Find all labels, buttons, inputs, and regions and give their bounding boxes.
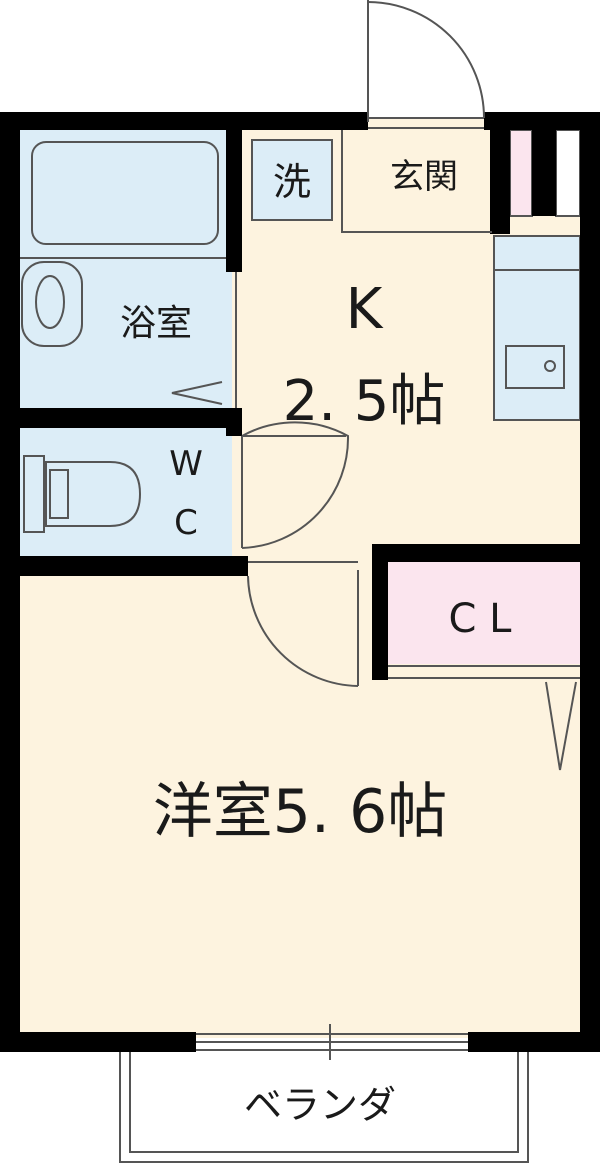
- wc-floor: [20, 428, 232, 558]
- wc-door-arc: [241, 421, 350, 549]
- wall-bottom-right: [468, 1032, 600, 1052]
- toilet-seat: [49, 469, 69, 519]
- toilet-tank: [23, 455, 45, 533]
- label-entrance: 玄関: [390, 157, 458, 197]
- washbasin: [21, 261, 83, 347]
- wall-shoe-divider: [532, 112, 556, 216]
- wall-wc-western: [20, 556, 248, 576]
- label-bath: 浴室: [120, 303, 192, 344]
- bath-door-arrow: [171, 381, 223, 405]
- label-closet: C L: [449, 596, 513, 642]
- label-kitchen-size: 2. 5帖: [283, 369, 446, 434]
- kitchen-counter: [493, 235, 581, 421]
- wall-right: [580, 112, 600, 1052]
- closet-floor: [388, 562, 580, 664]
- closet-door-arrow: [545, 681, 577, 771]
- entrance-step: [341, 130, 492, 233]
- wall-wc-right: [226, 408, 242, 436]
- wall-entrance-right: [490, 112, 510, 234]
- western-door-arc: [247, 575, 359, 687]
- wall-closet-left: [372, 544, 388, 680]
- label-balcony: ベランダ: [244, 1083, 396, 1127]
- floor-fills: [10, 118, 588, 1038]
- walls: [0, 112, 600, 1052]
- label-wc-line1: W: [169, 444, 203, 484]
- bathtub: [31, 141, 219, 245]
- kitchen-sink: [505, 345, 565, 389]
- front-door-arc: [367, 1, 485, 119]
- washbasin-bowl: [35, 275, 65, 329]
- balcony-rail: [119, 1052, 529, 1163]
- wall-bath-wc: [20, 408, 242, 428]
- sink-drain: [544, 360, 556, 372]
- wall-bottom-left: [0, 1032, 196, 1052]
- label-wc-line2: C: [174, 503, 198, 543]
- wall-left: [0, 112, 20, 1052]
- room-labels: 浴室 W C 洗 玄関 K 2. 5帖 C L 洋室5. 6帖 ベランダ: [120, 157, 512, 1127]
- shoe-box-2: [555, 129, 581, 217]
- wall-bath-kitchen: [226, 130, 242, 272]
- label-washer: 洗: [273, 160, 311, 204]
- thin-lines: [20, 0, 580, 1163]
- wall-top-left: [0, 112, 368, 130]
- wall-closet-top: [372, 544, 600, 562]
- bathroom-floor: [20, 130, 232, 410]
- washer-box: [251, 139, 333, 221]
- entrance-floor: [358, 130, 490, 222]
- toilet-bowl: [45, 461, 142, 527]
- shoe-box: [509, 129, 533, 217]
- label-western-room: 洋室5. 6帖: [153, 777, 448, 847]
- label-kitchen-name: K: [346, 277, 384, 342]
- balcony-rail-inner: [129, 1052, 519, 1153]
